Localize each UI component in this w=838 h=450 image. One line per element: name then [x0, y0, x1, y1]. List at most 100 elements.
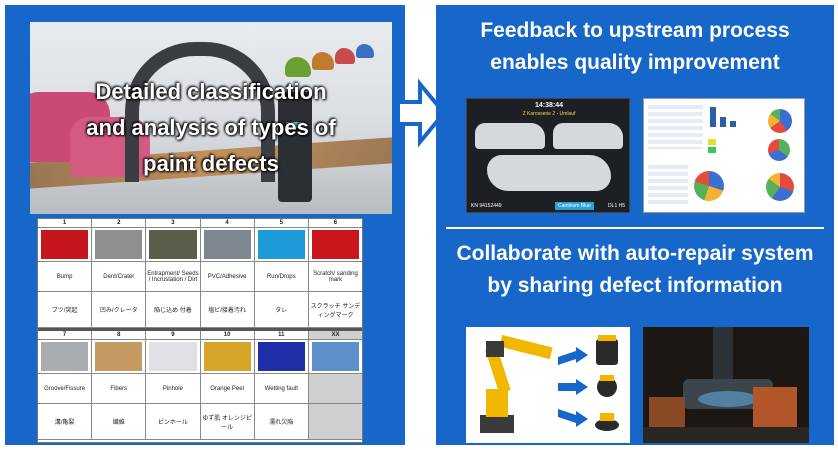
dashboard-bar-graphic [720, 117, 726, 127]
heading-line: Collaborate with auto-repair system [456, 242, 814, 265]
repair-robot-icon [643, 327, 809, 443]
table-image-row [38, 340, 363, 374]
defect-name-jp: 凹み/クレータ [92, 292, 147, 328]
left-title-line: and analysis of types of [86, 115, 336, 140]
paint-line-photo: Detailed classification and analysis of … [30, 22, 392, 214]
dashboard-table-graphic [648, 105, 703, 149]
defect-name-jp [308, 404, 363, 440]
defect-number: 9 [146, 331, 201, 340]
defect-table: 1 2 3 4 5 6 Bump Dent/Crater Entrapment/… [37, 218, 363, 443]
defect-name-en: Wetting fault [254, 374, 309, 404]
left-title-line: Detailed classification [95, 79, 327, 104]
table-japanese-row: 溝/亀裂 繊維 ピンホール ゆず肌 オレンジピール 濡れ欠陥 [38, 404, 363, 440]
robot-tools-graphic [466, 327, 630, 443]
dashboard-table-graphic [648, 165, 688, 205]
defect-number: XX [308, 331, 363, 340]
defect-number: 5 [254, 219, 309, 228]
heading-line: enables quality improvement [490, 51, 780, 74]
defect-name-en: Fibers [92, 374, 147, 404]
table-image-row [38, 228, 363, 262]
defect-sample-image [41, 230, 89, 259]
defect-image-cell [92, 228, 147, 262]
defect-name-jp: 陥じ込め 付着 [146, 292, 201, 328]
defect-number: 4 [200, 219, 255, 228]
defect-number: 11 [254, 331, 309, 340]
left-title-line: paint defects [143, 151, 279, 176]
scan-subtitle: Z Karosserie 2 - Umlauf [522, 111, 576, 117]
defect-sample-image [203, 230, 251, 259]
defect-name-jp: 繊維 [92, 404, 147, 440]
table-number-row: 1 2 3 4 5 6 [38, 219, 363, 228]
section-divider [446, 227, 824, 229]
collaborate-heading: Collaborate with auto-repair system by s… [436, 238, 834, 302]
defect-sample-image [311, 230, 360, 259]
defect-sample-image [311, 342, 360, 371]
defect-name-jp: スクラッチ サンディングマーク [308, 292, 363, 328]
defect-name-en: Run/Drops [254, 262, 309, 292]
scan-time: 14:38:44 [534, 102, 564, 109]
defect-image-cell [38, 340, 93, 374]
defect-sample-image [41, 342, 89, 371]
defect-name-jp: 溝/亀裂 [38, 404, 93, 440]
car-scan-screenshot: 14:38:44 Z Karosserie 2 - Umlauf KN 9415… [466, 98, 630, 213]
defect-image-cell [38, 228, 93, 262]
defect-name-jp: ブツ/突起 [38, 292, 93, 328]
dashboard-bar-graphic [730, 121, 736, 127]
table-divider [38, 328, 362, 331]
inspection-tower-graphic [278, 92, 312, 202]
pie-chart-graphic [766, 173, 794, 201]
car-side-view [553, 123, 623, 149]
car-graphic [312, 52, 334, 70]
defect-name-en: Groove/Fissure [38, 374, 93, 404]
pie-chart-graphic [768, 139, 790, 161]
defect-sample-image [203, 342, 251, 371]
defect-image-cell [254, 228, 309, 262]
table-english-row: Groove/Fissure Fibers Pinhole Orange Pee… [38, 374, 363, 404]
defect-number: 2 [92, 219, 147, 228]
defect-name-en: Bump [38, 262, 93, 292]
defect-name-en: Entrapment/ Seeds / Incrustation / Dirt [146, 262, 201, 292]
arrow-right-icon [396, 78, 446, 148]
pie-chart-graphic [694, 171, 724, 201]
defect-sample-image [257, 342, 305, 371]
scan-color-label: Cambium Blue [555, 202, 594, 210]
table-english-row: Bump Dent/Crater Entrapment/ Seeds / Inc… [38, 262, 363, 292]
defect-name-en: Orange Peel [200, 374, 255, 404]
defect-image-cell [146, 340, 201, 374]
defect-image-cell [254, 340, 309, 374]
defect-number: 1 [38, 219, 93, 228]
defect-name-en: Dent/Crater [92, 262, 147, 292]
dashboard-bar-graphic [708, 139, 716, 145]
defect-image-cell [200, 228, 255, 262]
defect-name-en: Pinhole [146, 374, 201, 404]
car-side-view [475, 123, 545, 149]
defect-sample-image [149, 342, 197, 371]
table-japanese-row: ブツ/突起 凹み/クレータ 陥じ込め 付着 塩ビ/接着汚れ タレ スクラッチ サ… [38, 292, 363, 328]
defect-name-en: PVC/Adhesive [200, 262, 255, 292]
dashboard-bar-graphic [710, 107, 716, 127]
car-top-view [487, 155, 611, 191]
car-graphic [356, 44, 374, 58]
defect-image-cell [146, 228, 201, 262]
right-panel: Feedback to upstream process enables qua… [436, 5, 834, 445]
defect-image-cell [200, 340, 255, 374]
left-panel: Detailed classification and analysis of … [5, 5, 405, 445]
defect-name-jp: ピンホール [146, 404, 201, 440]
heading-line: Feedback to upstream process [480, 19, 790, 42]
car-graphic [335, 48, 355, 64]
defect-name-jp: タレ [254, 292, 309, 328]
table-number-row: 7 8 9 10 11 XX [38, 331, 363, 340]
left-title: Detailed classification and analysis of … [30, 74, 392, 182]
defect-sample-image [149, 230, 197, 259]
defect-image-cell [92, 340, 147, 374]
defect-number: 8 [92, 331, 147, 340]
defect-number: 6 [308, 219, 363, 228]
defect-number: 7 [38, 331, 93, 340]
defect-image-cell [308, 340, 363, 374]
defect-sample-image [95, 342, 143, 371]
feedback-heading: Feedback to upstream process enables qua… [436, 15, 834, 79]
pie-chart-graphic [768, 109, 792, 133]
scan-vehicle-id: KN 94152449 [471, 203, 502, 209]
defect-name-jp: 塩ビ/接着汚れ [200, 292, 255, 328]
car-graphic [285, 57, 311, 77]
